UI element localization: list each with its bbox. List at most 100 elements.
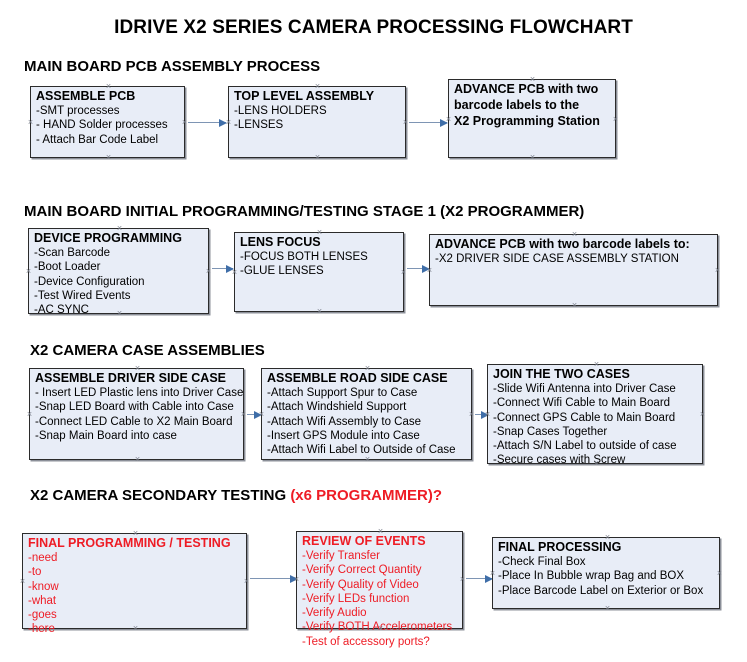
arrow-head-icon bbox=[226, 264, 234, 273]
node-line: -Test of accessory ports? bbox=[302, 635, 430, 648]
node-line: -GLUE LENSES bbox=[240, 265, 324, 278]
node-line: -Place In Bubble wrap Bag and BOX bbox=[498, 570, 685, 583]
connector-handle-bottom[interactable] bbox=[105, 154, 112, 161]
connector-review-of-events-to-final-processing bbox=[466, 574, 493, 583]
section-header-text: X2 CAMERA CASE ASSEMBLIES bbox=[30, 342, 265, 359]
node-line: -Place Barcode Label on Exterior or Box bbox=[498, 584, 704, 597]
section-header-accent: (x6 PROGRAMMER)? bbox=[290, 487, 442, 504]
connector-handle-right[interactable] bbox=[459, 576, 466, 583]
node-title: ADVANCE PCB with two barcode labels to: bbox=[435, 237, 690, 251]
node-line: -X2 DRIVER SIDE CASE ASSEMBLY STATION bbox=[435, 253, 679, 265]
connector-handle-left[interactable] bbox=[26, 411, 33, 418]
node-line: -Snap Main Board into case bbox=[35, 429, 177, 442]
node-line: -Slide Wifi Antenna into Driver Case bbox=[493, 383, 676, 395]
node-line: -Check Final Box bbox=[498, 556, 586, 568]
node-advance-pcb-to-driver-side-case-station[interactable]: ADVANCE PCB with two barcode labels to: … bbox=[429, 234, 718, 306]
node-join-the-two-cases[interactable]: JOIN THE TWO CASES -Slide Wifi Antenna i… bbox=[487, 364, 706, 466]
arrow-head-icon bbox=[485, 574, 493, 583]
node-line: -here bbox=[28, 623, 55, 636]
connector-handle-right[interactable] bbox=[243, 578, 250, 585]
arrow-head-icon bbox=[481, 410, 489, 419]
connector-final-programming-to-review-of-events bbox=[250, 574, 298, 583]
connector-handle-left[interactable] bbox=[19, 578, 26, 585]
node-line: -Connect LED Cable to X2 Main Board bbox=[35, 415, 233, 428]
node-title: FINAL PROCESSING bbox=[498, 540, 622, 554]
node-line: -what bbox=[28, 594, 57, 607]
connector-device-programming-to-lens-focus bbox=[212, 264, 234, 273]
node-line: -Insert GPS Module into Case bbox=[267, 429, 420, 442]
connector-handle-right[interactable] bbox=[181, 119, 188, 126]
node-line: -goes bbox=[28, 609, 57, 622]
node-top-level-assembly[interactable]: TOP LEVEL ASSEMBLY -LENS HOLDERS -LENSES bbox=[228, 86, 406, 158]
node-device-programming[interactable]: DEVICE PROGRAMMING -Scan Barcode -Boot L… bbox=[25, 228, 212, 317]
section-header-secondary-testing: X2 CAMERA SECONDARY TESTING (x6 PROGRAMM… bbox=[30, 487, 442, 504]
connector-handle-bottom[interactable] bbox=[529, 154, 536, 161]
node-line: -LENS HOLDERS bbox=[234, 105, 327, 117]
node-title: ASSEMBLE ROAD SIDE CASE bbox=[267, 371, 448, 385]
connector-handle-left[interactable] bbox=[27, 119, 34, 126]
connector-driver-case-to-road-case bbox=[247, 410, 262, 419]
node-line: -Attach Windshield Support bbox=[267, 401, 407, 414]
section-header-text: MAIN BOARD INITIAL PROGRAMMING/TESTING S… bbox=[24, 203, 585, 220]
connector-handle-right[interactable] bbox=[612, 116, 619, 123]
node-title: REVIEW OF EVENTS bbox=[302, 534, 426, 548]
node-line: -AC SYNC bbox=[34, 304, 89, 317]
node-final-programming-testing[interactable]: FINAL PROGRAMMING / TESTING -need -to -k… bbox=[19, 533, 250, 635]
arrow-head-icon bbox=[219, 118, 227, 127]
node-lens-focus[interactable]: LENS FOCUS -FOCUS BOTH LENSES -GLUE LENS… bbox=[234, 232, 404, 312]
node-title: FINAL PROGRAMMING / TESTING bbox=[28, 536, 231, 550]
node-line: -SMT processes bbox=[36, 105, 120, 117]
section-header-main-board-pcb-assembly: MAIN BOARD PCB ASSEMBLY PROCESS bbox=[24, 58, 320, 75]
node-assemble-road-side-case[interactable]: ASSEMBLE ROAD SIDE CASE -Attach Support … bbox=[261, 368, 472, 460]
node-line: - HAND Solder processes bbox=[36, 119, 168, 132]
node-line: -Boot Loader bbox=[34, 261, 101, 274]
node-final-processing[interactable]: FINAL PROCESSING -Check Final Box -Place… bbox=[492, 537, 720, 609]
section-header-text: X2 CAMERA SECONDARY TESTING bbox=[30, 487, 291, 504]
connector-handle-left[interactable] bbox=[25, 268, 32, 275]
connector-assemble-pcb-to-top-level bbox=[188, 118, 227, 127]
connector-handle-bottom[interactable] bbox=[604, 605, 611, 612]
node-line: barcode labels to the bbox=[454, 98, 580, 112]
arrow-head-icon bbox=[440, 118, 448, 127]
connector-handle-right[interactable] bbox=[240, 411, 247, 418]
node-line: -Verify LEDs function bbox=[302, 592, 410, 605]
node-line: -know bbox=[28, 580, 59, 593]
node-title: LENS FOCUS bbox=[240, 235, 321, 249]
node-line: - Attach Bar Code Label bbox=[36, 133, 159, 146]
connector-handle-right[interactable] bbox=[699, 411, 706, 418]
node-title: ADVANCE PCB with two bbox=[454, 82, 599, 96]
section-header-initial-programming: MAIN BOARD INITIAL PROGRAMMING/TESTING S… bbox=[24, 203, 584, 220]
node-advance-pcb-to-programming-station[interactable]: ADVANCE PCB with two barcode labels to t… bbox=[448, 79, 616, 158]
connector-handle-bottom[interactable] bbox=[316, 308, 323, 315]
node-line: -Scan Barcode bbox=[34, 247, 111, 259]
connector-handle-bottom[interactable] bbox=[134, 456, 141, 463]
section-header-text: MAIN BOARD PCB ASSEMBLY PROCESS bbox=[24, 58, 321, 75]
arrow-head-icon bbox=[290, 574, 298, 583]
connector-handle-bottom[interactable] bbox=[314, 154, 321, 161]
node-line: -Snap LED Board with Cable into Case bbox=[35, 401, 234, 414]
connector-road-case-to-join-cases bbox=[475, 410, 489, 419]
node-assemble-driver-side-case[interactable]: ASSEMBLE DRIVER SIDE CASE - Insert LED P… bbox=[29, 368, 244, 460]
connector-handle-right[interactable] bbox=[402, 119, 409, 126]
arrow-head-icon bbox=[422, 264, 430, 273]
connector-lens-focus-to-advance-pcb bbox=[407, 264, 430, 273]
connector-handle-right[interactable] bbox=[468, 411, 475, 418]
connector-handle-right[interactable] bbox=[205, 268, 212, 275]
node-line: -Connect GPS Cable to Main Board bbox=[493, 411, 676, 424]
node-line: -Device Configuration bbox=[34, 275, 145, 288]
node-line: -Attach S/N Label to outside of case bbox=[493, 440, 677, 453]
node-line: -Verify Audio bbox=[302, 607, 367, 620]
connector-handle-right[interactable] bbox=[716, 570, 723, 577]
connector-handle-bottom[interactable] bbox=[571, 302, 578, 309]
node-review-of-events[interactable]: REVIEW OF EVENTS -Verify Transfer -Verif… bbox=[296, 531, 466, 648]
node-assemble-pcb[interactable]: ASSEMBLE PCB -SMT processes - HAND Solde… bbox=[30, 86, 185, 158]
connector-top-level-to-advance-pcb bbox=[409, 118, 448, 127]
node-title: ASSEMBLE DRIVER SIDE CASE bbox=[35, 371, 227, 385]
node-title: DEVICE PROGRAMMING bbox=[34, 231, 182, 245]
connector-handle-right[interactable] bbox=[400, 269, 407, 276]
connector-handle-right[interactable] bbox=[714, 267, 721, 274]
section-header-case-assemblies: X2 CAMERA CASE ASSEMBLIES bbox=[30, 342, 265, 359]
node-line: -need bbox=[28, 552, 58, 564]
node-line: -FOCUS BOTH LENSES bbox=[240, 251, 368, 263]
